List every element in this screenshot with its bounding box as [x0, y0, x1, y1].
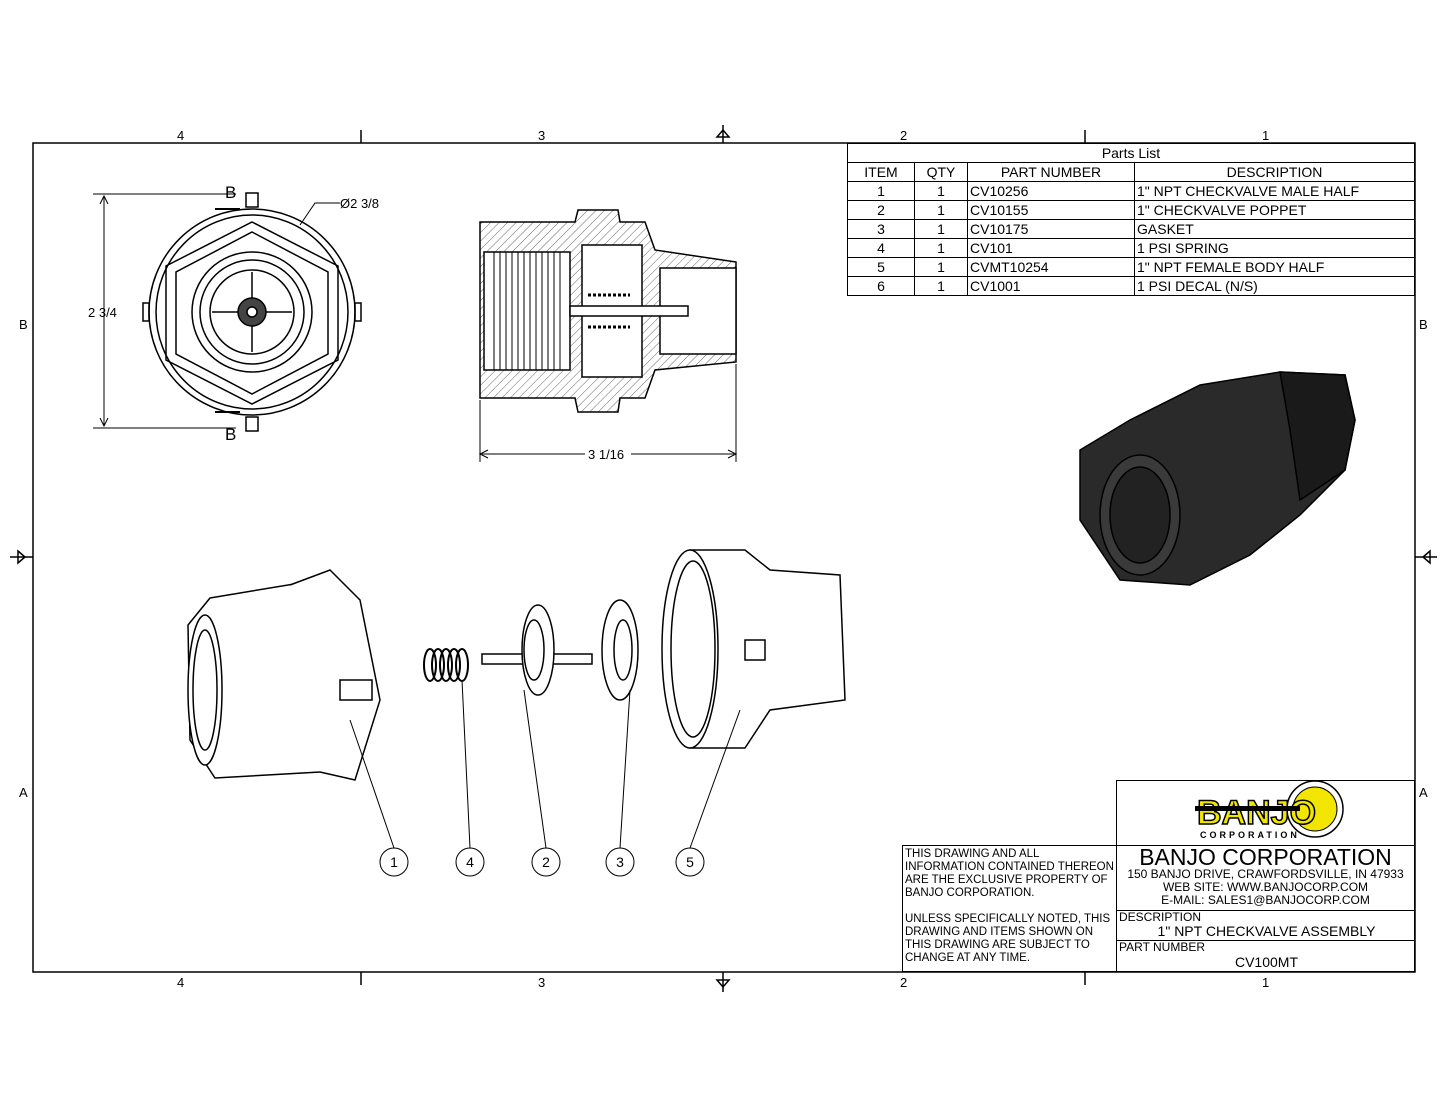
cell-item: 4: [847, 238, 915, 258]
part-number-value: CV100MT: [1234, 954, 1299, 970]
balloon-4: 4: [466, 854, 474, 870]
cell-part-number: CV10155: [967, 200, 1135, 220]
zone-bottom-1: 1: [1262, 975, 1270, 990]
section-label-top: B: [225, 183, 236, 202]
company-web: WEB SITE: WWW.BANJOCORP.COM: [1162, 880, 1369, 894]
cell-part-number: CVMT10254: [967, 257, 1135, 277]
cell-description: 1 PSI SPRING: [1134, 238, 1415, 258]
banjo-logo: BANJO CORPORATION: [1195, 780, 1344, 840]
cell-part-number: CV1001: [967, 276, 1135, 296]
balloon-5: 5: [686, 854, 694, 870]
notes-property: THIS DRAWING AND ALL INFORMATION CONTAIN…: [905, 848, 1114, 899]
description-box: DESCRIPTION 1" NPT CHECKVALVE ASSEMBLY: [1116, 910, 1415, 941]
cell-item: 2: [847, 200, 915, 220]
height-dimension: 2 3/4: [88, 305, 117, 320]
cell-part-number: CV101: [967, 238, 1135, 258]
cell-description: 1" CHECKVALVE POPPET: [1134, 200, 1415, 220]
description-label: DESCRIPTION: [1119, 910, 1202, 924]
zone-bottom-4: 4: [177, 975, 185, 990]
notes-box: THIS DRAWING AND ALL INFORMATION CONTAIN…: [902, 845, 1117, 972]
logo-subtitle: CORPORATION: [1200, 830, 1300, 840]
cell-part-number: CV10175: [967, 219, 1135, 239]
cell-part-number: CV10256: [967, 181, 1135, 201]
zone-right-a: A: [1419, 785, 1428, 800]
cell-qty: 1: [914, 200, 968, 220]
zone-top-1: 1: [1262, 128, 1270, 143]
company-email: E-MAIL: SALES1@BANJOCORP.COM: [1161, 893, 1370, 907]
spring: [423, 648, 469, 682]
zone-bottom-2: 2: [900, 975, 908, 990]
zone-right-b: B: [1419, 317, 1428, 332]
zone-top-2: 2: [900, 128, 908, 143]
cell-description: GASKET: [1134, 219, 1415, 239]
zone-ticks: [10, 125, 1437, 992]
zone-left-b: B: [19, 317, 28, 332]
isometric-assembly-view: [1079, 371, 1356, 586]
header-part-number: PART NUMBER: [967, 162, 1135, 182]
section-view: [478, 209, 738, 462]
cell-item: 3: [847, 219, 915, 239]
zone-bottom-3: 3: [538, 975, 546, 990]
poppet: [481, 604, 593, 696]
part-number-label: PART NUMBER: [1119, 940, 1206, 954]
section-label-bottom: B: [225, 425, 236, 444]
cell-qty: 1: [914, 219, 968, 239]
diameter-dimension: Ø2 3/8: [340, 196, 379, 211]
female-body-half: [187, 569, 381, 781]
front-view: [93, 192, 362, 432]
cell-description: 1" NPT CHECKVALVE MALE HALF: [1134, 181, 1415, 201]
balloon-2: 2: [542, 854, 550, 870]
header-description: DESCRIPTION: [1134, 162, 1415, 182]
balloon-1: 1: [390, 854, 398, 870]
zone-top-4: 4: [177, 128, 185, 143]
zone-top-3: 3: [538, 128, 546, 143]
cell-description: 1 PSI DECAL (N/S): [1134, 276, 1415, 296]
zone-left-a: A: [19, 785, 28, 800]
parts-list-title: Parts List: [847, 143, 1415, 163]
header-qty: QTY: [914, 162, 968, 182]
part-number-box: PART NUMBER CV100MT: [1116, 940, 1415, 972]
gasket: [601, 599, 639, 701]
balloon-3: 3: [616, 854, 624, 870]
dim-label-bg: [585, 446, 631, 462]
cell-item: 5: [847, 257, 915, 277]
item-balloons: 1 4 2 3 5: [379, 847, 705, 877]
cell-qty: 1: [914, 181, 968, 201]
cell-item: 1: [847, 181, 915, 201]
parts-list-table: Parts List ITEM QTY PART NUMBER DESCRIPT…: [847, 143, 1415, 296]
logo-box: [1116, 780, 1415, 846]
male-half: [661, 549, 846, 749]
cell-description: 1" NPT FEMALE BODY HALF: [1134, 257, 1415, 277]
company-box: BANJO CORPORATION 150 BANJO DRIVE, CRAWF…: [1116, 845, 1415, 911]
cell-item: 6: [847, 276, 915, 296]
company-address: 150 BANJO DRIVE, CRAWFORDSVILLE, IN 4793…: [1127, 867, 1404, 881]
company-name: BANJO CORPORATION: [1139, 844, 1392, 870]
exploded-view: [187, 549, 846, 781]
header-item: ITEM: [847, 162, 915, 182]
cell-qty: 1: [914, 276, 968, 296]
notes-change: UNLESS SPECIFICALLY NOTED, THIS DRAWING …: [905, 913, 1111, 964]
parts-list-header: ITEM QTY PART NUMBER DESCRIPTION: [847, 162, 1415, 182]
description-value: 1" NPT CHECKVALVE ASSEMBLY: [1157, 923, 1376, 939]
cell-qty: 1: [914, 257, 968, 277]
leader-lines: [349, 679, 741, 849]
cell-qty: 1: [914, 238, 968, 258]
length-dimension: 3 1/16: [588, 447, 624, 462]
logo-wordmark: BANJO: [1197, 794, 1316, 832]
